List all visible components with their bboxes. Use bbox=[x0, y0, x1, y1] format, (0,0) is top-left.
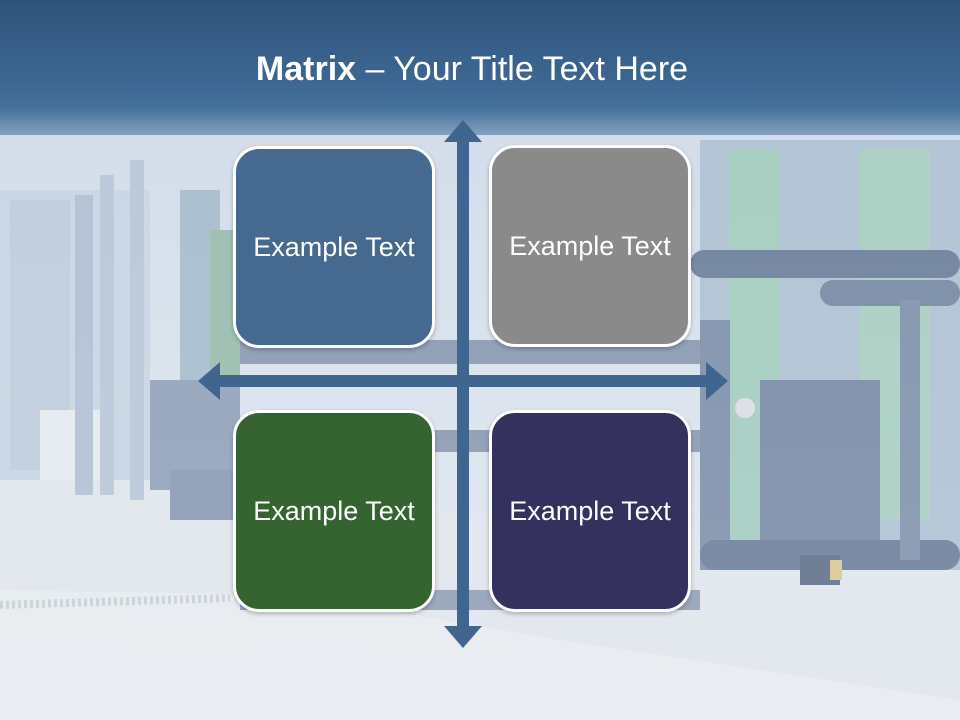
axis-arrow-down bbox=[444, 626, 482, 648]
slide-title: Matrix – Your Title Text Here bbox=[0, 50, 944, 89]
axis-arrow-right bbox=[706, 362, 728, 400]
matrix-cell-bottom-right: Example Text bbox=[489, 410, 691, 612]
cell-label: Example Text bbox=[509, 496, 671, 526]
title-bold: Matrix bbox=[255, 50, 357, 88]
matrix-cell-top-left: Example Text bbox=[233, 146, 435, 348]
matrix-cell-top-right: Example Text bbox=[489, 145, 691, 347]
cell-label: Example Text bbox=[253, 496, 415, 526]
title-bar bbox=[0, 0, 960, 135]
cell-label: Example Text bbox=[509, 231, 671, 261]
axis-arrow-left bbox=[198, 362, 220, 400]
horizontal-axis bbox=[218, 375, 708, 387]
title-rest: – Your Title Text Here bbox=[356, 50, 689, 88]
axis-arrow-up bbox=[444, 120, 482, 142]
cell-label: Example Text bbox=[253, 232, 415, 262]
matrix-cell-bottom-left: Example Text bbox=[233, 410, 435, 612]
